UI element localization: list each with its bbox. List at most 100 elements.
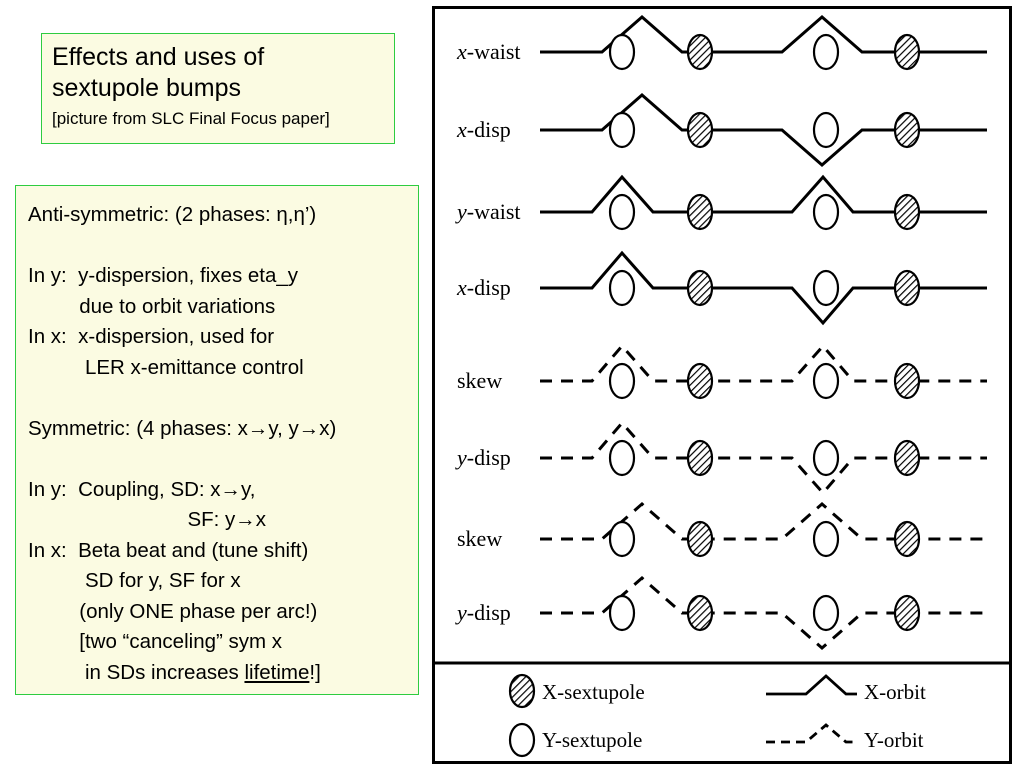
y-orbit-label: Y-orbit [864, 728, 924, 752]
bump-row: y-waist [455, 174, 987, 231]
text-line: SD for y, SF for x [28, 569, 241, 592]
lifetime-word: lifetime [244, 660, 310, 684]
x-sextupole-icon [893, 439, 921, 477]
x-orbit-icon [766, 674, 857, 696]
y-sextupole-icon [608, 111, 636, 149]
y-sextupole-icon [812, 594, 840, 632]
x-sextupole-icon [686, 193, 714, 231]
diagram-frame [432, 6, 1012, 764]
y-sextupole-icon [812, 33, 840, 71]
y-sextupole-icon [608, 520, 636, 558]
text-line: Symmetric: (4 phases: x→y, y→x) [28, 416, 337, 440]
y-sextupole-label: Y-sextupole [542, 728, 642, 752]
y-orbit-line [540, 420, 987, 496]
row-label-italic: y [455, 445, 467, 470]
row-label-italic: y [455, 199, 467, 224]
bump-row: x-disp [456, 250, 987, 326]
row-label-italic: x [456, 39, 467, 64]
y-sextupole-icon [508, 722, 536, 758]
row-label-rest: -disp [467, 275, 511, 300]
title-box: Effects and uses of sextupole bumps [pic… [41, 33, 395, 144]
bump-row: y-disp [455, 420, 987, 496]
row-label-rest: -disp [467, 117, 511, 142]
x-sextupole-icon [893, 111, 921, 149]
x-sextupole-icon [508, 673, 536, 709]
x-sextupole-icon [686, 111, 714, 149]
text-line: Anti-symmetric: (2 phases: η,η’) [28, 203, 317, 226]
y-sextupole-icon [608, 33, 636, 71]
x-sextupole-label: X-sextupole [542, 680, 645, 704]
row-label-italic: x [456, 275, 467, 300]
bump-row: skew [457, 502, 987, 558]
text-line: due to orbit variations [28, 294, 276, 318]
y-sextupole-icon [812, 520, 840, 558]
y-sextupole-icon [812, 193, 840, 231]
row-label: x-disp [456, 117, 511, 142]
y-sextupole-icon [608, 362, 636, 400]
x-orbit-line [540, 250, 987, 326]
x-sextupole-icon [893, 269, 921, 307]
text-line: SF: y→x [28, 508, 267, 531]
row-label-rest: -disp [467, 445, 511, 470]
x-sextupole-icon [686, 362, 714, 400]
diagram-svg: x-waistx-dispy-waistx-dispskewy-dispskew… [432, 6, 1012, 764]
row-label: x-disp [456, 275, 511, 300]
row-label: x-waist [456, 39, 521, 64]
x-orbit-line [540, 93, 987, 167]
row-label: y-waist [455, 199, 521, 224]
row-label: y-disp [455, 445, 511, 470]
explanation-box: Anti-symmetric: (2 phases: η,η’) In y: y… [15, 185, 419, 695]
row-label-rest: skew [457, 368, 502, 393]
x-sextupole-icon [893, 594, 921, 632]
y-sextupole-icon [608, 193, 636, 231]
x-sextupole-icon [686, 439, 714, 477]
row-label: y-disp [455, 600, 511, 625]
row-label-rest: -waist [467, 39, 521, 64]
x-sextupole-icon [686, 269, 714, 307]
bump-row: x-disp [456, 93, 987, 167]
y-orbit-icon [766, 723, 857, 744]
title-line-1: Effects and uses of [52, 43, 265, 71]
bump-row: x-waist [456, 15, 987, 71]
y-sextupole-icon [812, 439, 840, 477]
text-line-last-start: in SDs increases [28, 660, 245, 684]
text-line-last-end: !] [309, 660, 321, 684]
row-label: skew [457, 526, 502, 551]
x-sextupole-icon [893, 520, 921, 558]
text-line: In x: x-dispersion, used for [28, 325, 275, 348]
row-label-italic: y [455, 600, 467, 625]
row-label-rest: -waist [467, 199, 521, 224]
y-sextupole-icon [812, 269, 840, 307]
y-orbit-line [540, 343, 987, 383]
text-line: In y: y-dispersion, fixes eta_y [28, 264, 299, 287]
x-orbit-line [540, 174, 987, 214]
text-line-blank [28, 444, 418, 475]
x-sextupole-icon [686, 520, 714, 558]
y-orbit-line [540, 502, 987, 541]
title-line-2: sextupole bumps [52, 74, 242, 102]
x-sextupole-icon [686, 594, 714, 632]
row-label-rest: skew [457, 526, 502, 551]
row-label-italic: x [456, 117, 467, 142]
y-sextupole-icon [608, 439, 636, 477]
x-sextupole-icon [893, 193, 921, 231]
y-sextupole-icon [608, 269, 636, 307]
text-line: (only ONE phase per arc!) [28, 599, 318, 623]
x-orbit-label: X-orbit [864, 680, 926, 704]
x-sextupole-icon [686, 33, 714, 71]
title-note: [picture from SLC Final Focus paper] [52, 109, 330, 128]
text-line-blank [28, 383, 418, 414]
y-sextupole-icon [608, 594, 636, 632]
legend: X-sextupole Y-sextupole X-orbit Y-orbit [508, 673, 926, 758]
row-label-rest: -disp [467, 600, 511, 625]
text-line: LER x-emittance control [28, 355, 304, 379]
text-line: [two “canceling” sym x [28, 630, 283, 653]
text-line: In x: Beta beat and (tune shift) [28, 538, 309, 562]
bump-rows: x-waistx-dispy-waistx-dispskewy-dispskew… [455, 15, 987, 650]
text-line-blank [28, 231, 418, 262]
row-label: skew [457, 368, 502, 393]
x-orbit-line [540, 15, 987, 54]
bump-row: skew [457, 343, 987, 400]
bump-row: y-disp [455, 576, 987, 650]
